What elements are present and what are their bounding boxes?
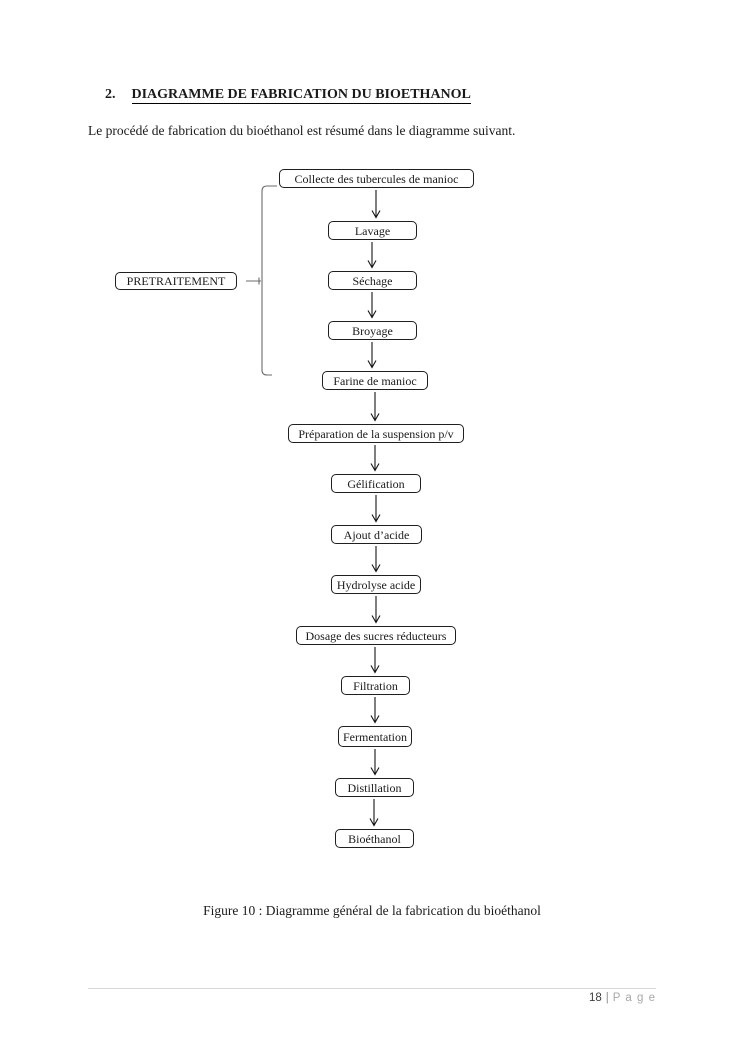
flow-node-bioethanol: Bioéthanol: [335, 829, 414, 848]
footer-page-word: P a g e: [612, 992, 656, 1004]
page-number: 18: [588, 992, 602, 1004]
page-footer: 18|P a g e: [589, 992, 656, 1004]
flow-node-broyage: Broyage: [328, 321, 417, 340]
flow-arrow: [367, 292, 377, 319]
flow-node-hydrolyse-acide: Hydrolyse acide: [331, 575, 421, 594]
flow-arrow: [370, 749, 380, 776]
bracket-line: [261, 185, 277, 376]
flow-arrow: [371, 495, 381, 523]
flow-arrow: [369, 799, 379, 827]
section-number: 2.: [105, 87, 116, 102]
flow-arrow: [370, 445, 380, 472]
flow-arrow: [371, 546, 381, 573]
flow-arrow: [367, 342, 377, 369]
flow-node-farine-de-manioc: Farine de manioc: [322, 371, 428, 390]
flow-arrow: [371, 596, 381, 624]
flow-node-filtration: Filtration: [341, 676, 410, 695]
footer-separator: |: [605, 992, 609, 1004]
figure-caption: Figure 10 : Diagramme général de la fabr…: [203, 903, 541, 918]
footer-divider: [88, 988, 656, 989]
flow-arrow: [371, 190, 381, 219]
flow-node-fermentation: Fermentation: [338, 726, 412, 747]
flow-node-distillation: Distillation: [335, 778, 414, 797]
pretraitement-bracket: [246, 185, 277, 376]
flow-node-lavage: Lavage: [328, 221, 417, 240]
flow-arrow: [370, 647, 380, 674]
flow-node-preparation-suspension: Préparation de la suspension p/v: [288, 424, 464, 443]
flow-arrow: [370, 392, 380, 422]
flow-arrow: [370, 697, 380, 724]
flow-node-ajout-acide: Ajout d’acide: [331, 525, 422, 544]
flow-node-gelification: Gélification: [331, 474, 421, 493]
section-title: DIAGRAMME DE FABRICATION DU BIOETHANOL: [131, 87, 471, 104]
bracket-connector-line: [246, 277, 261, 285]
flow-arrow: [367, 242, 377, 269]
flow-node-collecte: Collecte des tubercules de manioc: [279, 169, 474, 188]
flow-node-pretraitement: PRETRAITEMENT: [115, 272, 237, 290]
section-heading: 2. DIAGRAMME DE FABRICATION DU BIOETHANOL: [105, 87, 471, 104]
flow-node-sechage: Séchage: [328, 271, 417, 290]
flow-node-dosage-sucres: Dosage des sucres réducteurs: [296, 626, 456, 645]
intro-paragraph: Le procédé de fabrication du bioéthanol …: [88, 123, 516, 138]
